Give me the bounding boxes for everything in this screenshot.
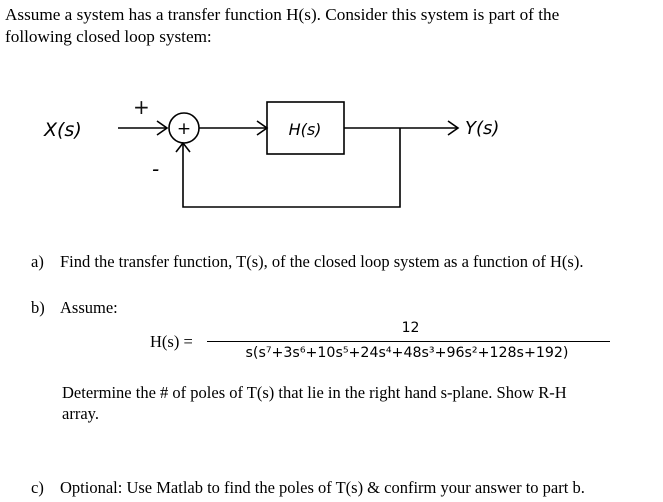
output-label: Y(s): [465, 118, 499, 139]
question-a-label: a): [31, 252, 44, 271]
question-b-instructions: Determine the # of poles of T(s) that li…: [62, 382, 652, 424]
output-arrowhead: [447, 120, 460, 136]
minus-sign: -: [152, 157, 159, 181]
plus-sign: +: [133, 95, 150, 119]
question-c-text: Optional: Use Matlab to find the poles o…: [60, 478, 585, 497]
determine-line-2: array.: [62, 404, 99, 423]
transfer-function-equation: H(s) = 12 s(s⁷+3s⁶+10s⁵+24s⁴+48s³+96s²+1…: [150, 318, 610, 368]
question-c: c) Optional: Use Matlab to find the pole…: [31, 478, 661, 498]
equation-denominator: s(s⁷+3s⁶+10s⁵+24s⁴+48s³+96s²+128s+192): [245, 345, 569, 361]
feedback-path: [182, 128, 401, 208]
block-label: H(s): [289, 120, 322, 139]
question-a-text: Find the transfer function, T(s), of the…: [60, 252, 584, 271]
question-a: a) Find the transfer function, T(s), of …: [31, 252, 661, 272]
determine-line-1: Determine the # of poles of T(s) that li…: [62, 383, 567, 402]
fraction-bar: [207, 341, 610, 343]
intro-line-2: following closed loop system:: [5, 27, 212, 46]
question-b-text: Assume:: [60, 298, 118, 317]
input-label: X(s): [43, 119, 82, 141]
equation-numerator: 12: [401, 320, 420, 336]
question-b-label: b): [31, 298, 45, 317]
intro-line-1: Assume a system has a transfer function …: [5, 5, 560, 24]
problem-intro: Assume a system has a transfer function …: [5, 4, 655, 48]
question-c-label: c): [31, 478, 44, 497]
question-b: b) Assume:: [31, 298, 331, 318]
input-arrowhead: [156, 120, 169, 136]
summer-symbol: +: [177, 119, 191, 139]
feedback-arrowhead: [175, 141, 191, 153]
equation-lhs: H(s) =: [150, 332, 193, 351]
